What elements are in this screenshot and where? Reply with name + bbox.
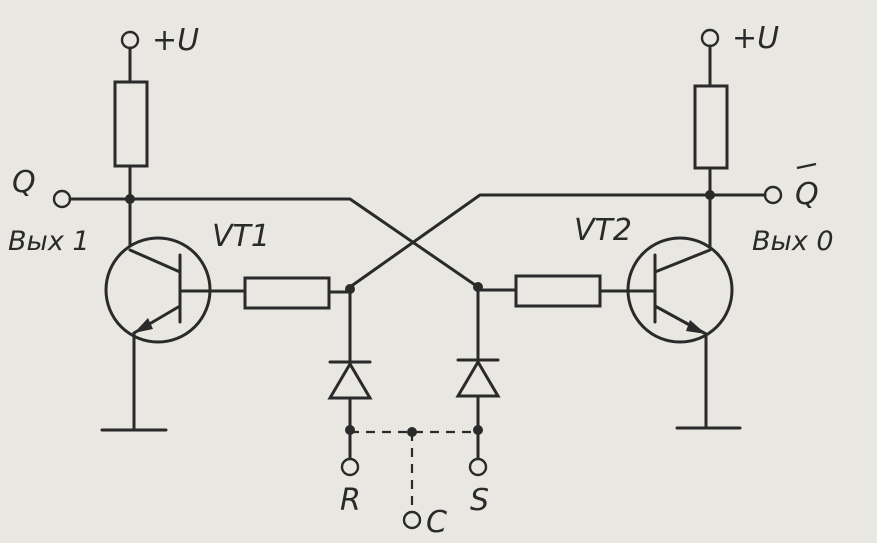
right-pin-label: Вых 0 <box>752 226 834 257</box>
left-diode <box>327 361 373 400</box>
left-pin-label: Вых 1 <box>8 226 90 257</box>
left-supply-branch <box>113 30 149 252</box>
vt2-emitter-arrow <box>686 320 706 334</box>
vt2-base-resistor <box>514 274 602 308</box>
q-output-terminal <box>52 189 72 209</box>
q-output-label: Q <box>12 165 36 200</box>
s-input-label: S <box>470 483 489 518</box>
left-collector-resistor <box>113 80 149 168</box>
vt2-label: VT2 <box>574 213 632 248</box>
vt1-emitter-arrow <box>134 318 153 333</box>
c-input-terminal <box>402 510 422 530</box>
right-diode <box>455 359 501 398</box>
output-lines <box>52 185 783 209</box>
r-input-label: R <box>340 483 361 518</box>
vt2-collector-lead <box>653 248 712 274</box>
left-supply-label: +U <box>152 23 199 58</box>
clock-link <box>350 427 478 530</box>
vt1-collector-lead <box>128 248 182 274</box>
vt1-base-resistor <box>243 276 331 310</box>
transistor-vt2 <box>598 236 742 430</box>
transistor-vt1 <box>100 236 247 432</box>
right-supply-branch <box>693 28 729 252</box>
left-supply-terminal <box>120 30 140 50</box>
q-overbar <box>796 162 817 170</box>
q-bar-output-terminal <box>763 185 783 205</box>
r-input-terminal <box>340 457 360 477</box>
right-supply-terminal <box>700 28 720 48</box>
q-bar-output-label: Q <box>795 177 819 212</box>
right-collector-resistor <box>693 84 729 170</box>
base-resistors <box>243 274 602 310</box>
s-input-terminal <box>468 457 488 477</box>
left-diode-branch <box>327 284 373 477</box>
vt1-label: VT1 <box>212 219 270 254</box>
right-supply-label: +U <box>732 21 779 56</box>
c-input-label: C <box>426 505 447 540</box>
right-diode-branch <box>455 282 501 477</box>
cross-coupling-wires <box>128 193 712 289</box>
